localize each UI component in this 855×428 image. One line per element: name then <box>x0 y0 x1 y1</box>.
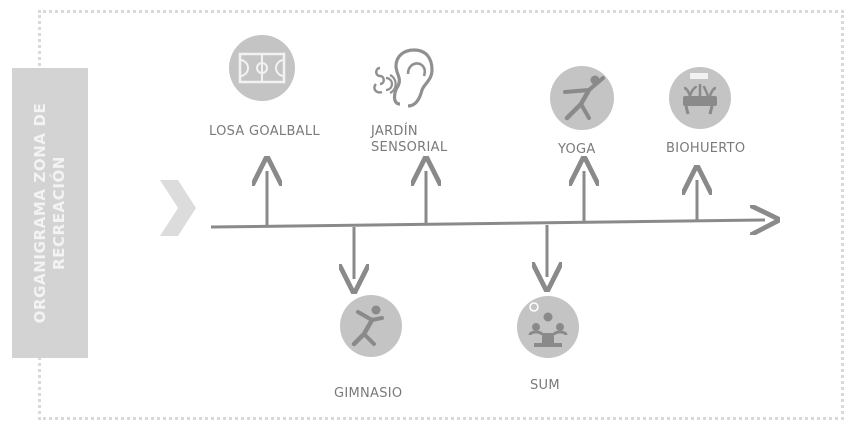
yoga-pose-icon <box>550 66 614 130</box>
meeting-people-icon <box>517 296 579 358</box>
label-losa-goalball: LOSA GOALBALL <box>209 124 320 139</box>
plant-bed-icon <box>669 67 731 129</box>
stretching-person-icon <box>340 295 402 357</box>
basketball-court-icon <box>229 35 295 101</box>
label-sum: SUM <box>530 378 560 393</box>
label-jardin-line-2: SENSORIAL <box>371 140 448 155</box>
label-jardin-line-1: JARDÍN <box>371 124 418 139</box>
label-jardin-sensorial: JARDÍN SENSORIAL <box>371 124 447 156</box>
label-yoga: YOGA <box>558 142 596 157</box>
title-panel: ORGANIGRAMA ZONA DE RECREACIÓN <box>12 68 88 358</box>
chevron-right-icon <box>160 180 196 236</box>
ear-sound-icon <box>373 48 434 108</box>
label-gimnasio: GIMNASIO <box>334 386 403 401</box>
main-axis-arrow <box>210 220 765 227</box>
label-biohuerto: BIOHUERTO <box>666 141 746 156</box>
